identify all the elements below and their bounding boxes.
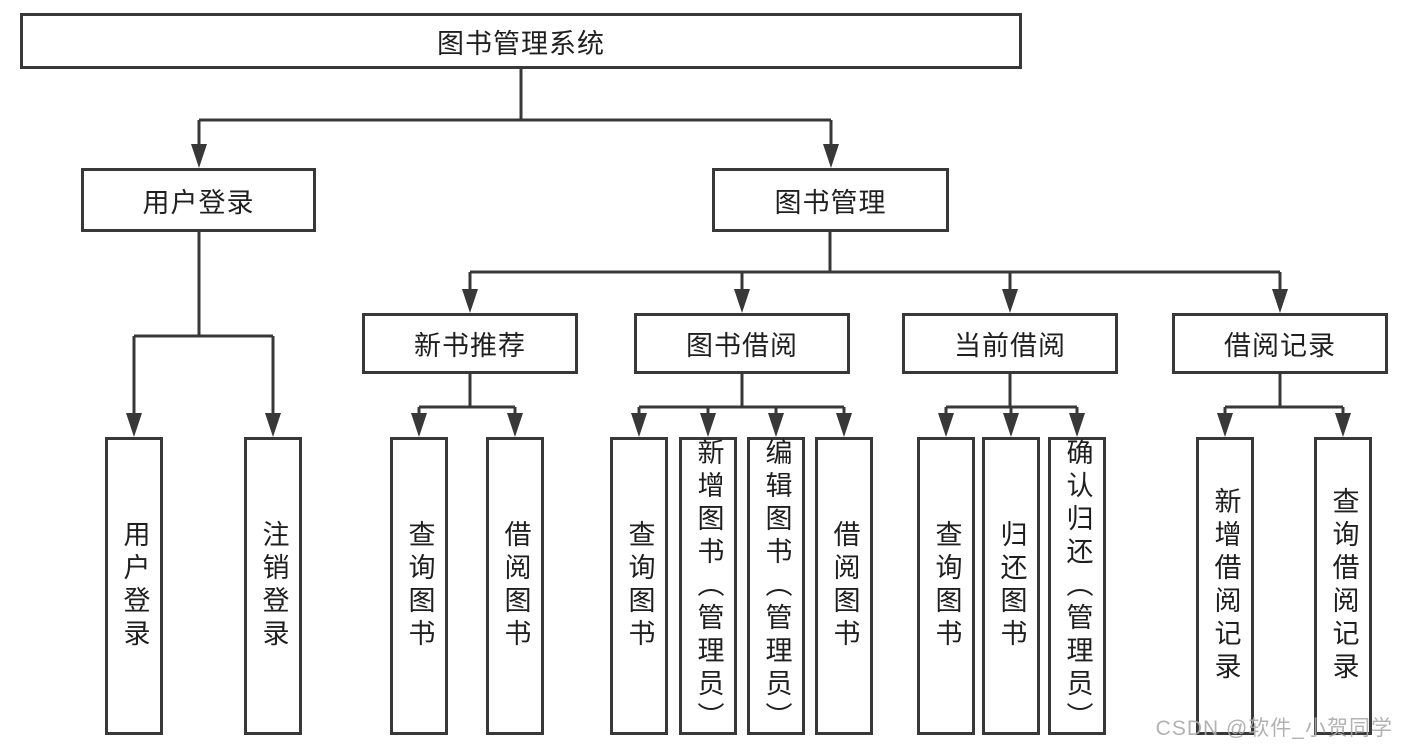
leaf-add-borrow-record: 新增借阅记录 [1196, 437, 1254, 735]
leaf-add-books-admin: 新增图书（管理员） [679, 437, 737, 735]
node-book-management: 图书管理 [712, 168, 949, 232]
node-user-login: 用户登录 [81, 168, 316, 232]
node-label: 查询借阅记录 [1328, 487, 1359, 685]
node-label: 归还图书 [996, 520, 1027, 652]
leaf-return-books: 归还图书 [982, 437, 1040, 735]
node-label: 图书管理 [774, 187, 887, 218]
node-label: 图书借阅 [686, 331, 798, 361]
node-label: 新书推荐 [414, 331, 526, 361]
node-label: 借阅记录 [1224, 331, 1336, 361]
leaf-user-login: 用户登录 [105, 437, 163, 735]
node-new-book-recommend: 新书推荐 [362, 313, 578, 374]
leaf-query-books-borrowing: 查询图书 [610, 437, 668, 735]
node-label: 确认归还（管理员） [1062, 437, 1093, 735]
leaf-query-books-recommend: 查询图书 [390, 437, 448, 735]
node-borrowing-records: 借阅记录 [1172, 313, 1388, 374]
node-label: 查询图书 [404, 520, 435, 652]
node-label: 当前借阅 [954, 331, 1066, 361]
leaf-borrow-books: 借阅图书 [815, 437, 873, 735]
leaf-logout: 注销登录 [244, 437, 302, 735]
node-label: 图书管理系统 [437, 28, 605, 59]
node-book-borrowing: 图书借阅 [634, 313, 850, 374]
arrowhead-icons [126, 144, 1351, 437]
node-root-system: 图书管理系统 [20, 13, 1022, 69]
node-label: 借阅图书 [500, 520, 531, 652]
node-label: 借阅图书 [829, 520, 860, 652]
leaf-edit-books-admin: 编辑图书（管理员） [747, 437, 805, 735]
leaf-borrow-books-recommend: 借阅图书 [486, 437, 544, 735]
node-current-borrowing: 当前借阅 [902, 313, 1118, 374]
node-label: 查询图书 [931, 520, 962, 652]
leaf-query-borrow-record: 查询借阅记录 [1314, 437, 1372, 735]
node-label: 用户登录 [142, 187, 255, 218]
node-label: 注销登录 [258, 520, 289, 652]
leaf-query-books-current: 查询图书 [917, 437, 975, 735]
csdn-watermark: CSDN @软件_小贺同学 [1155, 717, 1393, 740]
node-label: 编辑图书（管理员） [761, 437, 792, 735]
node-label: 新增图书（管理员） [693, 437, 724, 735]
node-label: 新增借阅记录 [1210, 487, 1241, 685]
leaf-confirm-return-admin: 确认归还（管理员） [1048, 437, 1106, 735]
node-label: 用户登录 [119, 520, 150, 652]
node-label: 查询图书 [624, 520, 655, 652]
